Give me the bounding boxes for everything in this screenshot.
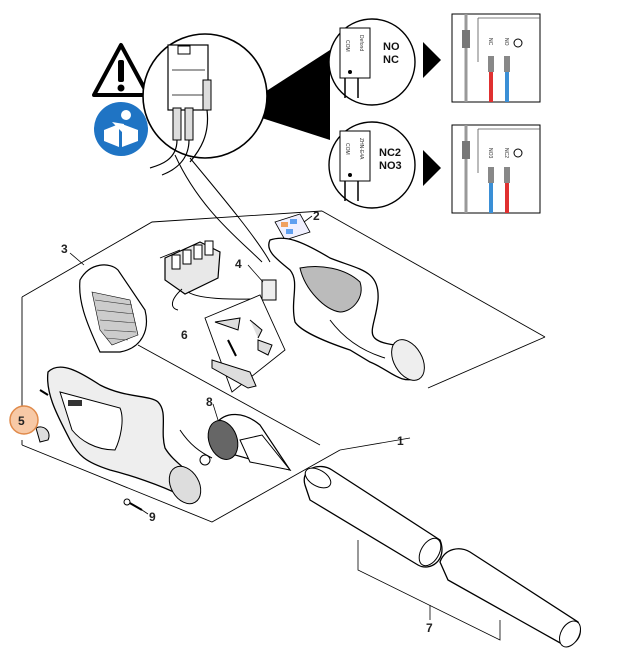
warning-icon <box>92 43 150 97</box>
callout-4: 4 <box>235 257 242 271</box>
part-housing-right <box>268 237 425 381</box>
part-housing-left <box>35 366 202 505</box>
pin-label-1: NO3 <box>487 148 493 159</box>
part-blower-tubes <box>303 465 581 648</box>
pin-label-2: NO <box>503 38 509 46</box>
switch-line1: NC2 <box>379 147 401 159</box>
switch-model-label: ZHN-E4A <box>358 138 364 160</box>
part-connector <box>164 240 277 311</box>
switch-spec-bottom: ZHN-E4A COM NC2 NO3 <box>328 121 416 209</box>
pin-label-1: NC <box>487 38 493 46</box>
switch-line1: NO <box>383 41 400 53</box>
switch-spec-top: Defond COM NO NC <box>328 18 416 106</box>
part-motor <box>179 413 292 472</box>
callout-5: 5 <box>18 414 25 428</box>
switch-detail-magnifier <box>142 33 330 263</box>
callout-8: 8 <box>206 395 213 409</box>
switch-line2: NC <box>383 54 399 66</box>
arrow-right-icon <box>423 42 441 78</box>
part-trigger-kit <box>204 294 286 393</box>
part-grille <box>79 264 147 353</box>
pin-label-2: NC2 <box>503 148 509 158</box>
callout-1: 1 <box>397 434 404 448</box>
part-screw <box>123 498 149 515</box>
switch-com-label: COM <box>344 143 350 155</box>
callout-3: 3 <box>61 242 68 256</box>
callout-9: 9 <box>149 510 156 524</box>
callout-7: 7 <box>426 621 433 635</box>
read-manual-icon <box>94 102 148 156</box>
wiring-box-bottom: NO3 NC2 <box>451 124 541 214</box>
assembly-frame <box>21 210 546 523</box>
switch-line2: NO3 <box>379 160 402 172</box>
callout-6: 6 <box>181 328 188 342</box>
callout-2: 2 <box>313 209 320 223</box>
switch-com-label: COM <box>344 40 350 52</box>
arrow-right-icon <box>423 150 441 186</box>
part-label-sticker <box>274 213 311 241</box>
switch-model-label: Defond <box>358 35 364 51</box>
callout-5-highlight[interactable] <box>9 405 39 435</box>
wiring-box-top: NC NO <box>451 13 541 103</box>
